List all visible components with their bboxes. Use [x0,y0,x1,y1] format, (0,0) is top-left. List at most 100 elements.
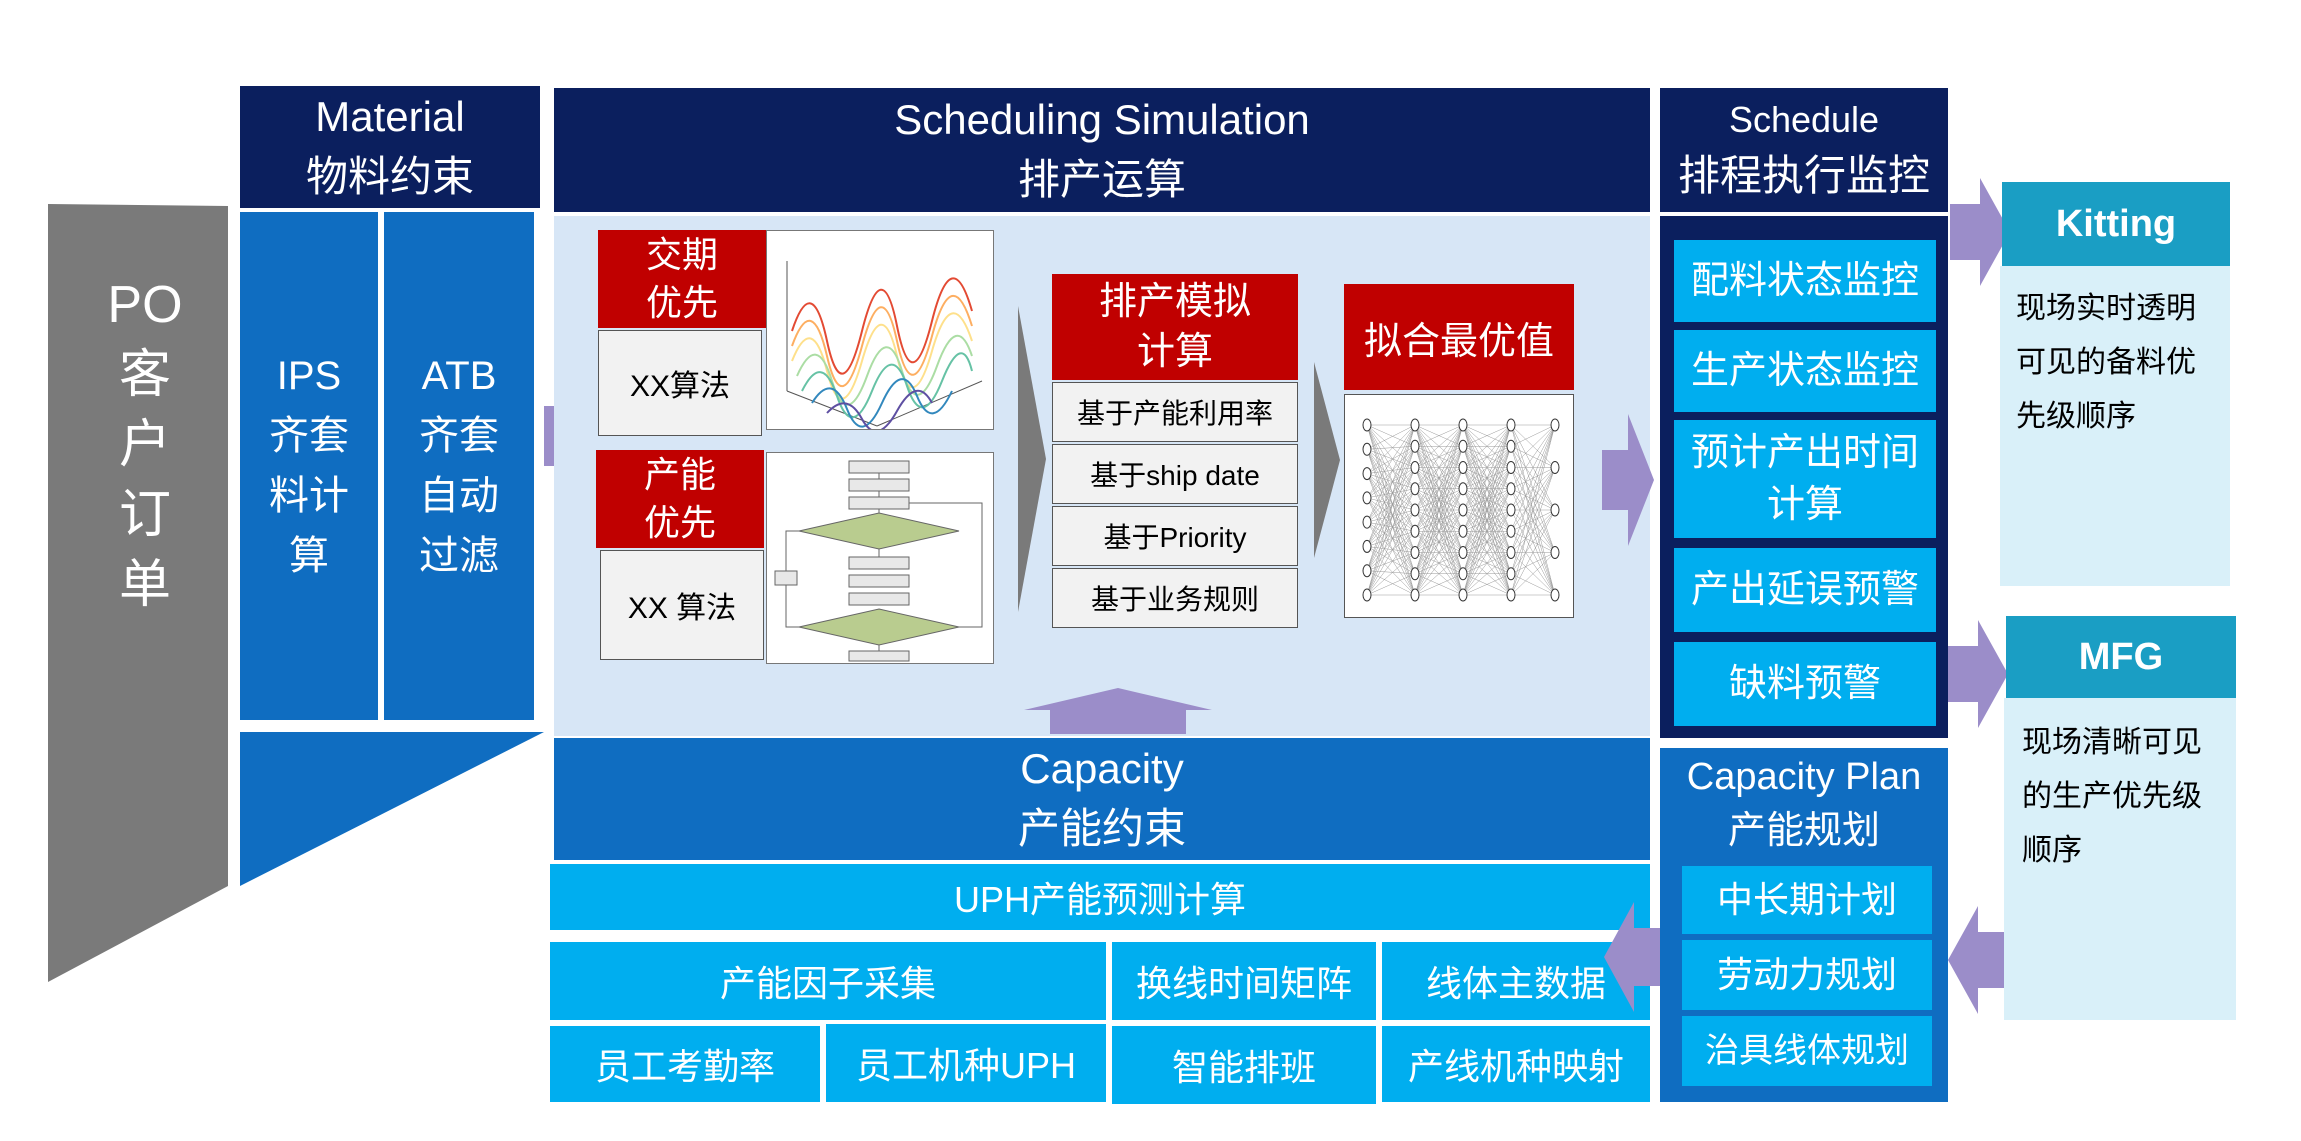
nn-edge [1366,446,1416,499]
nn-node [1410,461,1420,474]
nn-edge [1366,521,1416,532]
capacity-algorithm-cell: XX 算法 [600,550,764,660]
capacity-plan-header: Capacity Plan 产能规划 [1660,748,1948,860]
atb-auto-filter-block: ATB 齐套 自动 过滤 [384,212,534,720]
nn-edge [1366,573,1416,596]
delivery-algorithm-cell: XX算法 [598,330,762,436]
atb-line: ATB [421,354,497,398]
ips-line: 料计 [269,474,349,518]
simulation-item: 基于产能利用率 [1052,382,1298,442]
nn-edge [1366,467,1416,523]
scheduling-header: Scheduling Simulation 排产运算 [554,88,1650,212]
ips-line: 算 [289,534,329,578]
nn-node [1458,588,1468,602]
nn-edge [1366,488,1416,499]
nn-node [1506,439,1516,453]
nn-edge [1462,531,1512,596]
po-order-label: PO 客 户 订 单 [90,270,200,620]
nn-edge [1366,446,1416,523]
nn-edge [1366,424,1416,596]
arrow-up-icon [1024,688,1212,734]
delivery-priority-line: 优先 [645,282,718,323]
nn-edge [1366,424,1416,450]
nn-edge [1462,446,1512,596]
nn-edge [1414,424,1464,553]
nn-node [1362,442,1372,456]
nn-node [1506,588,1516,602]
expected-output-line: 计算 [1766,484,1843,526]
capacity-factor-cell: 产能因子采集 [550,942,1106,1020]
nn-edge [1414,467,1464,596]
nn-edge [1414,573,1464,596]
nn-edge [1366,467,1416,474]
material-status-monitor: 配料状态监控 [1674,240,1936,322]
nn-edge [1366,424,1416,574]
po-order-line: 客 [118,346,171,404]
nn-edge [1366,424,1416,553]
arrow-right-icon [1314,362,1340,558]
nn-node [1362,588,1372,602]
nn-edge [1366,497,1416,596]
po-order-line: 订 [118,486,171,544]
simulation-title-line: 计算 [1136,331,1213,373]
nn-edge [1366,424,1416,489]
nn-edge [1462,552,1512,596]
nn-edge [1414,488,1464,596]
nn-edge [1462,488,1512,596]
simulation-item: 基于业务规则 [1052,568,1298,628]
nn-edge [1366,570,1416,596]
nn-edge [1510,424,1556,468]
nn-node [1458,546,1468,559]
nn-node [1458,524,1468,538]
nn-edge [1366,449,1416,596]
mfg-title: MFG [2006,616,2236,698]
nn-edge [1366,546,1416,553]
nn-edge [1414,552,1464,596]
nn-node [1458,567,1468,581]
nn-node [1458,439,1468,453]
kitting-title: Kitting [2002,182,2230,266]
nn-node [1410,546,1420,559]
nn-edge [1366,467,1416,596]
capacity-header-en: Capacity [1020,745,1184,792]
nn-edge [1366,467,1416,499]
simulation-item: 基于Priority [1052,506,1298,566]
nn-edge [1366,424,1416,532]
nn-edge [1510,509,1556,596]
expected-output-line: 预计产出时间 [1690,432,1919,474]
delivery-priority-line: 交期 [645,234,718,275]
nn-edge [1510,424,1556,596]
nn-edge [1366,446,1416,571]
kitting-panel [2000,266,2230,586]
nn-edge [1366,509,1416,523]
nn-node [1506,567,1516,581]
nn-node [1410,418,1420,432]
schedule-monitor-header: Schedule 排程执行监控 [1660,88,1948,212]
nn-node [1410,588,1420,602]
nn-edge [1366,488,1416,547]
nn-edge [1366,473,1416,553]
nn-edge [1366,424,1416,511]
staff-uph-cell: 员工机种UPH [826,1024,1106,1102]
nn-edge [1366,531,1416,596]
mfg-desc-line: 的生产优先级 [2022,780,2202,813]
nn-edge [1414,509,1464,596]
nn-edge [1462,424,1512,532]
nn-node [1506,418,1516,432]
attendance-rate-cell: 员工考勤率 [550,1026,820,1102]
arrow-left-icon [1604,902,1664,1012]
nn-edge [1366,424,1416,547]
nn-edge [1366,531,1416,547]
nn-edge [1366,546,1416,596]
nn-edge [1366,449,1416,574]
nn-edge [1366,424,1416,523]
nn-edge [1462,424,1512,553]
expected-output-time: 预计产出时间 计算 [1674,420,1936,538]
nn-edge [1366,424,1416,498]
nn-node [1362,467,1372,481]
simulation-item: 基于ship date [1052,444,1298,504]
nn-edge [1366,446,1416,474]
kitting-desc-line: 现场实时透明 [2016,292,2196,325]
nn-edge [1366,473,1416,489]
nn-node [1506,461,1516,474]
